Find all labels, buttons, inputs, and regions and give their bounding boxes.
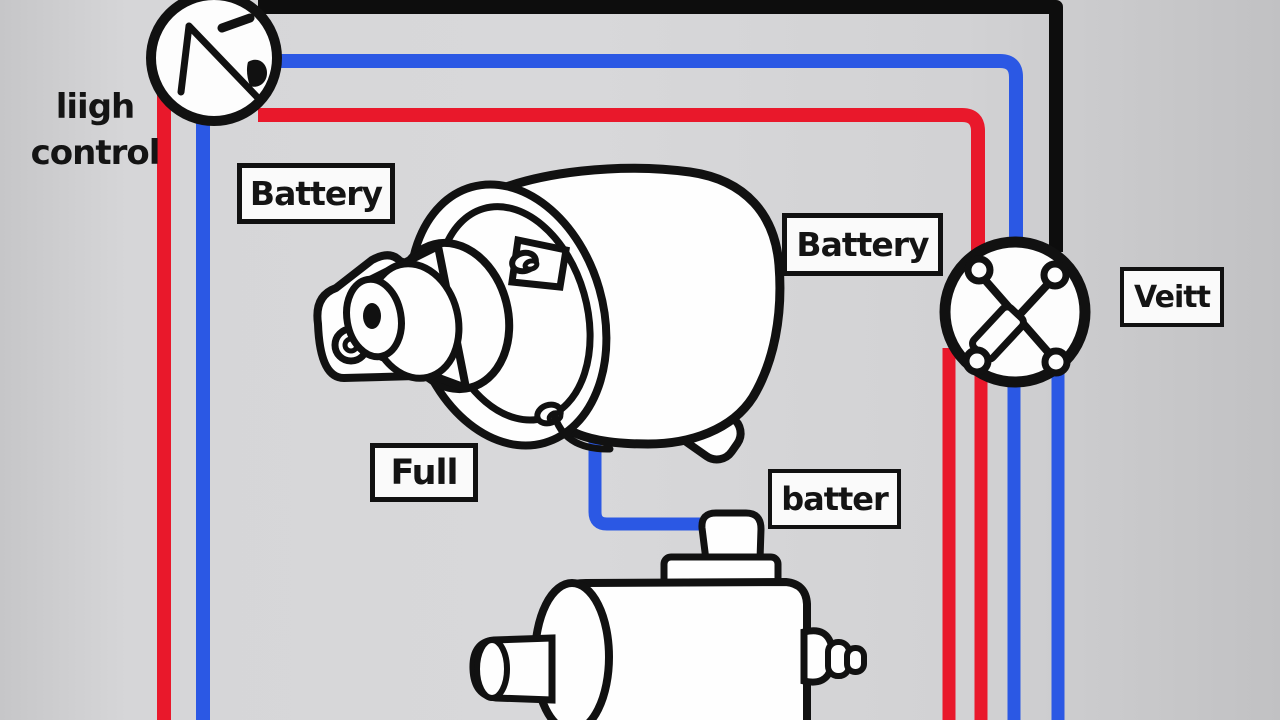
wires [157, 0, 1065, 720]
ignition-switch-icon [939, 236, 1091, 388]
light-control-label-line1: liigh [55, 87, 136, 127]
motor-screw-top-slot [522, 258, 540, 272]
pump-cap [698, 509, 765, 564]
light-control-label: liigh control [10, 84, 180, 176]
volt-label: Veitt [1120, 267, 1224, 327]
switch-terminal-nw [964, 255, 994, 285]
switch-terminal-ne [1040, 260, 1070, 290]
wire-blue-top [262, 54, 1023, 248]
dial-needle [177, 22, 263, 103]
pump-shaft-face [474, 637, 510, 701]
battery-right-label: Battery [782, 213, 943, 276]
light-control-label-line2: control [30, 133, 161, 173]
wire-black-top [258, 0, 1063, 252]
motor-shaft-hole [363, 303, 381, 329]
light-control-dial-icon [146, 0, 282, 126]
switch-terminal-se [1041, 347, 1071, 377]
pump-nozzle-tip [844, 645, 867, 675]
dial-pointer-dot [246, 59, 267, 87]
battery-left-label: Battery [237, 163, 395, 224]
wiper-motor-illustration [313, 163, 785, 464]
batter-label: batter [768, 469, 901, 529]
wire-red-top [258, 108, 985, 256]
wire-blue-motor-to-pump [588, 432, 706, 531]
switch-terminal-sw [962, 346, 992, 376]
washer-pump-illustration [469, 509, 867, 720]
dial-tick [217, 13, 255, 33]
full-label: Full [370, 443, 478, 502]
motor-foot-curve [550, 410, 614, 453]
